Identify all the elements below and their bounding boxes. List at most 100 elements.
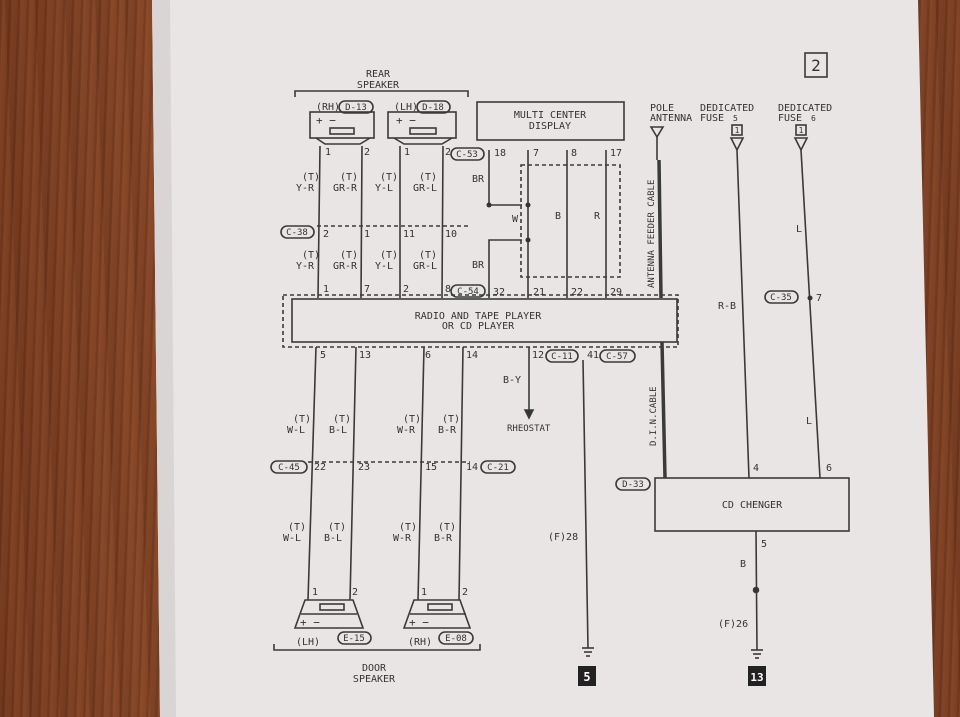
cd-changer-box [654, 477, 850, 532]
page-number-box [804, 52, 828, 78]
door-rh-connector: E-08 [445, 634, 467, 644]
fuse6-line-2: FUSE [778, 113, 802, 124]
ground-f28: (F)28 [548, 532, 578, 543]
radio-pin-12: 12 [532, 350, 544, 361]
radio-pin-41: 41 [587, 350, 599, 361]
radio-line-2: OR CD PLAYER [442, 321, 515, 332]
wire-br-label-1: BR [472, 174, 485, 185]
dw0-t: (T) [293, 414, 311, 425]
mcd-line-1: MULTI CENTER [514, 110, 587, 121]
door-speaker-lh [293, 599, 365, 629]
mcd-pin-17: 17 [610, 148, 622, 159]
connector-d13 [338, 100, 374, 114]
dw2-pin: 1 [421, 587, 427, 598]
door-rh-plus: + − [409, 616, 429, 629]
fuse5-box-num: 1 [735, 126, 740, 135]
radio-pin-32: 32 [493, 287, 505, 298]
dw0-t2: (T) [288, 522, 306, 533]
page-number: 2 [811, 56, 821, 75]
wire-gr-l [441, 145, 444, 299]
tw3-t2: (T) [419, 250, 437, 261]
ground-block-5 [578, 666, 596, 686]
tw3-t: (T) [419, 172, 437, 183]
ground-f26: (F)26 [718, 619, 748, 630]
dw2-t: (T) [403, 414, 421, 425]
dw2-color2: W-R [393, 533, 412, 544]
wire-rb-label: R-B [718, 301, 736, 312]
wire-w-r [417, 346, 425, 601]
ground-block-label-5: 5 [583, 670, 590, 684]
dw2-color: W-R [397, 425, 416, 436]
tw0-mid: 2 [323, 229, 329, 240]
door-lh-plus: + − [300, 616, 320, 629]
dw2-mid: 15 [425, 462, 437, 473]
radio-line-1: RADIO AND TAPE PLAYER [415, 311, 542, 322]
fuse5-line-1: DEDICATED [700, 103, 754, 114]
wire-ground-28 [582, 359, 589, 649]
wire-b-label: B [555, 211, 561, 222]
multi-center-display-box [476, 101, 625, 141]
wire-w-l [307, 346, 317, 601]
tw1-pin-bot: 7 [364, 284, 370, 295]
c38-label: C-38 [286, 228, 308, 238]
rs-pin-1b: 1 [404, 147, 410, 158]
door-lh-connector: E-15 [343, 634, 365, 644]
door-lh-label: (LH) [296, 637, 320, 648]
dw0-color2: W-L [283, 533, 301, 544]
dw1-t2: (T) [328, 522, 346, 533]
rear-lh-plus: + − [396, 114, 416, 127]
fuse6-box-num: 1 [799, 126, 804, 135]
dw3-mid: 14 [466, 462, 478, 473]
connector-c57 [599, 349, 636, 363]
connector-c54 [450, 284, 486, 298]
c57-label: C-57 [606, 352, 628, 362]
rear-title-2: SPEAKER [357, 80, 400, 91]
mcd-dashed-frame [520, 164, 621, 278]
tw0-color2: Y-R [296, 261, 315, 272]
fuse-5-symbol [729, 137, 745, 152]
radio-pin-6: 6 [425, 350, 431, 361]
rear-rh-connector: D-13 [345, 103, 367, 113]
tw1-mid: 1 [364, 229, 370, 240]
mcd-pin-18: 18 [494, 148, 506, 159]
cd-pin-4: 4 [753, 463, 759, 474]
tw1-color: GR-R [333, 183, 358, 194]
rs-pin-1a: 1 [325, 147, 331, 158]
connector-c35 [764, 290, 799, 304]
connector-d18 [416, 100, 451, 114]
wire-l [800, 149, 821, 479]
rear-lh-connector: D-18 [422, 103, 444, 113]
antenna-feeder-label: ANTENNA FEEDER CABLE [647, 180, 657, 288]
dw1-color2: B-L [324, 533, 342, 544]
tw1-t2: (T) [340, 250, 358, 261]
cd-pin-6: 6 [826, 463, 832, 474]
dw1-color: B-L [329, 425, 347, 436]
fuse5-line-2: FUSE [700, 113, 724, 124]
tw2-color: Y-L [375, 183, 393, 194]
c35-label: C-35 [770, 293, 792, 303]
door-title-2: SPEAKER [353, 674, 396, 685]
dw0-color: W-L [287, 425, 305, 436]
tw1-color2: GR-R [333, 261, 358, 272]
dw3-color: B-R [438, 425, 457, 436]
c11-label: C-11 [551, 352, 573, 362]
connector-e15 [337, 631, 372, 645]
dw0-pin: 1 [312, 587, 318, 598]
radio-pin-13: 13 [359, 350, 371, 361]
wire-gr-r [360, 145, 363, 299]
dw3-color2: B-R [434, 533, 453, 544]
mcd-pin-8: 8 [571, 148, 577, 159]
wire-w-label: W [512, 214, 519, 225]
fuse-6-symbol [793, 137, 809, 152]
dw1-mid: 23 [358, 462, 370, 473]
tw3-mid: 10 [445, 229, 457, 240]
radio-pin-14: 14 [466, 350, 478, 361]
rheostat-wire-label: B-Y [503, 375, 521, 386]
tw0-t: (T) [302, 172, 320, 183]
fuse6-line-1: DEDICATED [778, 103, 832, 114]
d33-label: D-33 [622, 480, 644, 490]
dw3-t: (T) [442, 414, 460, 425]
dw1-pin: 2 [352, 587, 358, 598]
tw3-pin-bot: 8 [445, 284, 451, 295]
